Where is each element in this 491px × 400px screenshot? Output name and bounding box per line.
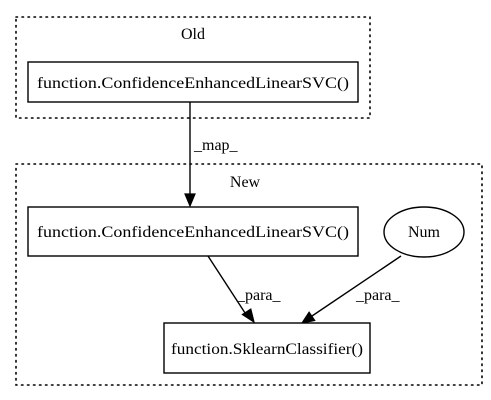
node-sklearn-box: [163, 322, 371, 374]
node-new-confidence-label: function.ConfidenceEnhancedLinearSVC(): [37, 224, 349, 241]
edge-para-from-confidence-label: _para_: [236, 287, 282, 304]
node-old-confidence[interactable]: function.ConfidenceEnhancedLinearSVC(): [27, 61, 359, 103]
node-num-ellipse: [383, 206, 465, 258]
edge-map-label: _map_: [193, 137, 239, 154]
node-num[interactable]: Num: [383, 206, 465, 258]
cluster-new-border: [15, 163, 483, 386]
node-sklearn[interactable]: function.SklearnClassifier(): [163, 322, 371, 374]
edge-para-from-num-label: _para_: [355, 287, 401, 304]
cluster-new-label: New: [230, 174, 261, 191]
node-num-label: Num: [408, 224, 441, 241]
node-old-confidence-box: [27, 61, 359, 103]
edge-para-from-num-line: [311, 255, 402, 317]
edge-para-from-num: _para_: [300, 255, 402, 324]
edge-para-from-num-arrowhead: [300, 311, 316, 324]
edge-para-from-confidence-arrowhead: [241, 308, 255, 324]
edge-map: _map_: [184, 102, 239, 208]
edge-para-from-confidence-line: [207, 255, 248, 317]
cluster-old: Old: [15, 16, 371, 119]
cluster-new: New: [15, 163, 483, 386]
node-sklearn-label: function.SklearnClassifier(): [171, 341, 363, 358]
edge-map-arrowhead: [184, 193, 196, 208]
node-new-confidence-box: [27, 206, 359, 257]
cluster-old-border: [15, 16, 371, 119]
node-new-confidence[interactable]: function.ConfidenceEnhancedLinearSVC(): [27, 206, 359, 257]
cluster-old-label: Old: [181, 26, 205, 43]
edge-para-from-confidence: _para_: [207, 255, 282, 324]
node-old-confidence-label: function.ConfidenceEnhancedLinearSVC(): [37, 75, 349, 92]
